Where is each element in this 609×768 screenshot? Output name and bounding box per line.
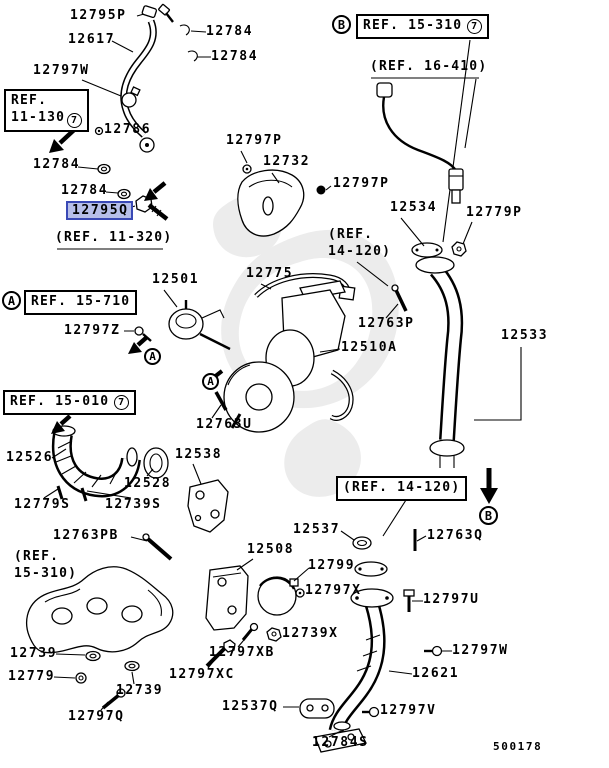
part-label-12739-2[interactable]: 12739 [116, 683, 164, 698]
part-label-12795q-highlighted[interactable]: 12795Q [66, 201, 133, 220]
ref-box-15-710[interactable]: REF. 15-710 [24, 290, 138, 315]
bracket-and-clamp [205, 565, 305, 668]
part-label-12799[interactable]: 12799 [308, 558, 356, 573]
part-label-12797w-1[interactable]: 12797W [33, 63, 90, 78]
ref-label-11-320[interactable]: (REF. 11-320) [55, 230, 173, 245]
part-label-12739s[interactable]: 12739S [105, 497, 162, 512]
part-label-12795p[interactable]: 12795P [70, 8, 127, 23]
exhaust-elbow-pipe [391, 242, 522, 468]
part-label-12784-3[interactable]: 12784 [33, 157, 81, 172]
part-label-12537q[interactable]: 12537Q [222, 699, 279, 714]
direction-arrows [49, 128, 498, 504]
ref-text: REF. 15-010 [10, 394, 110, 409]
part-label-12784-4[interactable]: 12784 [61, 183, 109, 198]
circled-b-marker-bottom: B [479, 506, 498, 525]
ref-label-14-120-upper[interactable]: (REF.14-120) [328, 227, 392, 259]
ref-text-line: REF. [11, 93, 48, 108]
ref-text: (REF. 14-120) [343, 480, 461, 495]
part-label-12786[interactable]: 12786 [104, 122, 152, 137]
heat-shield-12732 [237, 164, 326, 237]
oxygen-sensor [376, 82, 467, 257]
leader-lines [43, 13, 479, 738]
part-label-12621[interactable]: 12621 [412, 666, 460, 681]
part-label-12526[interactable]: 12526 [6, 450, 54, 465]
circled-7-icon: 7 [67, 112, 83, 128]
part-label-12797xc[interactable]: 12797XC [169, 667, 235, 682]
part-label-12533[interactable]: 12533 [501, 328, 549, 343]
part-label-12763u[interactable]: 12763U [196, 417, 253, 432]
intake-hose-12526 [51, 425, 229, 533]
circled-7-icon: 7 [467, 18, 483, 34]
part-label-12797v[interactable]: 12797V [380, 703, 437, 718]
part-label-12763q[interactable]: 12763Q [427, 528, 484, 543]
ref-text: REF. 15-710 [31, 294, 131, 309]
ref-box-15-010[interactable]: REF. 15-010 7 [3, 390, 137, 415]
turbocharger [134, 273, 356, 433]
part-label-12528[interactable]: 12528 [124, 476, 172, 491]
ref-box-14-120-lower[interactable]: (REF. 14-120) [336, 476, 468, 501]
part-label-12797q[interactable]: 12797Q [68, 709, 125, 724]
part-label-12779[interactable]: 12779 [8, 669, 56, 684]
part-label-12763pb[interactable]: 12763PB [53, 528, 119, 543]
part-label-12797xb[interactable]: 12797XB [209, 645, 275, 660]
part-label-12797x[interactable]: 12797X [305, 583, 362, 598]
part-label-12510a[interactable]: 12510A [341, 340, 398, 355]
part-label-12732[interactable]: 12732 [263, 154, 311, 169]
part-label-12797p-1[interactable]: 12797P [226, 133, 283, 148]
circled-a-marker-left: A [2, 291, 21, 310]
part-label-12784s[interactable]: 12784S [312, 735, 369, 750]
circled-a-marker-mid: A [144, 348, 161, 365]
part-label-12797w-2[interactable]: 12797W [452, 643, 509, 658]
part-label-12797z[interactable]: 12797Z [64, 323, 121, 338]
ref-text: REF. 15-310 [363, 18, 463, 33]
ref-label-15-310-lower[interactable]: (REF.15-310) [14, 549, 78, 581]
part-label-12508[interactable]: 12508 [247, 542, 295, 557]
downpipe-12621 [299, 529, 443, 753]
ref-leader-line [442, 39, 471, 243]
part-label-12534[interactable]: 12534 [390, 200, 438, 215]
ref-label-16-410[interactable]: (REF. 16-410) [370, 59, 488, 74]
part-label-12763p[interactable]: 12763P [358, 316, 415, 331]
part-label-12784-2[interactable]: 12784 [211, 49, 259, 64]
part-label-12501[interactable]: 12501 [152, 272, 200, 287]
part-label-12784-1[interactable]: 12784 [206, 24, 254, 39]
part-label-12779p[interactable]: 12779P [466, 205, 523, 220]
ref-box-15-310[interactable]: REF. 15-310 7 [356, 14, 490, 39]
part-label-12775[interactable]: 12775 [246, 266, 294, 281]
part-label-12617[interactable]: 12617 [68, 32, 116, 47]
figure-code: 500178 [493, 740, 543, 753]
part-label-12537[interactable]: 12537 [293, 522, 341, 537]
part-label-12739-1[interactable]: 12739 [10, 646, 58, 661]
part-label-12797p-2[interactable]: 12797P [333, 176, 390, 191]
circled-b-marker-top: B [332, 15, 351, 34]
part-label-12538[interactable]: 12538 [175, 447, 223, 462]
part-label-12779s[interactable]: 12779S [14, 497, 71, 512]
circled-a-marker-turbo: A [202, 373, 219, 390]
oil-pipe-12617 [94, 3, 198, 221]
exhaust-manifold [26, 533, 174, 710]
circled-7-icon: 7 [114, 394, 130, 410]
part-label-12797u[interactable]: 12797U [423, 592, 480, 607]
part-label-12739x[interactable]: 12739X [282, 626, 339, 641]
